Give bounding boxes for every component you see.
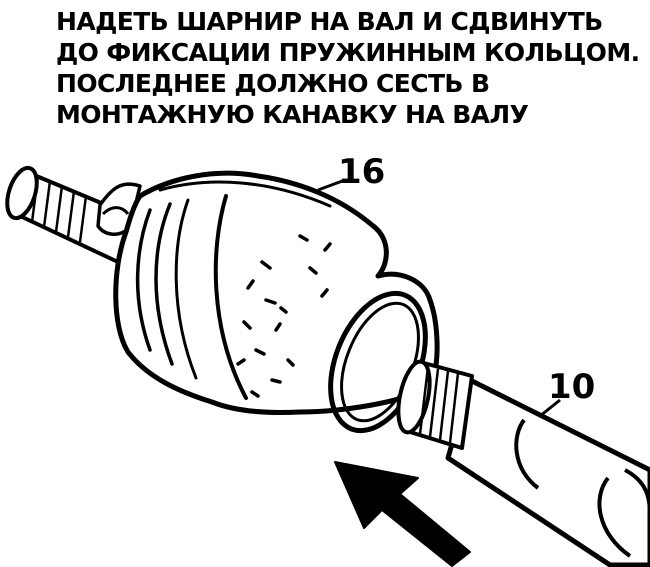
- shaft-step-2: [597, 476, 632, 558]
- instruction-text: НАДЕТЬ ШАРНИР НА ВАЛ И СДВИНУТЬ ДО ФИКСА…: [56, 6, 646, 130]
- joint-housing: [113, 170, 440, 434]
- drive-shaft: [396, 359, 650, 567]
- instruction-line-1: НАДЕТЬ ШАРНИР НА ВАЛ И СДВИНУТЬ: [56, 7, 603, 36]
- instruction-line-2: ДО ФИКСАЦИИ ПРУЖИННЫМ КОЛЬЦОМ.: [56, 38, 640, 67]
- boot-rib-1: [135, 208, 152, 352]
- leader-10: [539, 398, 561, 418]
- instruction-line-3: ПОСЛЕДНЕЕ ДОЛЖНО СЕСТЬ В: [56, 69, 490, 98]
- callout-16-label: 16: [338, 152, 386, 192]
- instruction-line-4: МОНТАЖНУЮ КАНАВКУ НА ВАЛУ: [56, 100, 529, 129]
- shaft-step: [514, 418, 540, 490]
- housing-texture: [236, 234, 332, 398]
- boot-top-band: [158, 180, 332, 208]
- boot-rib-3: [174, 198, 198, 380]
- leader-16: [317, 178, 346, 192]
- callout-10-label: 10: [548, 367, 596, 407]
- boot-rib-2: [154, 202, 174, 366]
- boot-rib-4: [213, 194, 248, 400]
- push-direction-arrow: [334, 461, 471, 567]
